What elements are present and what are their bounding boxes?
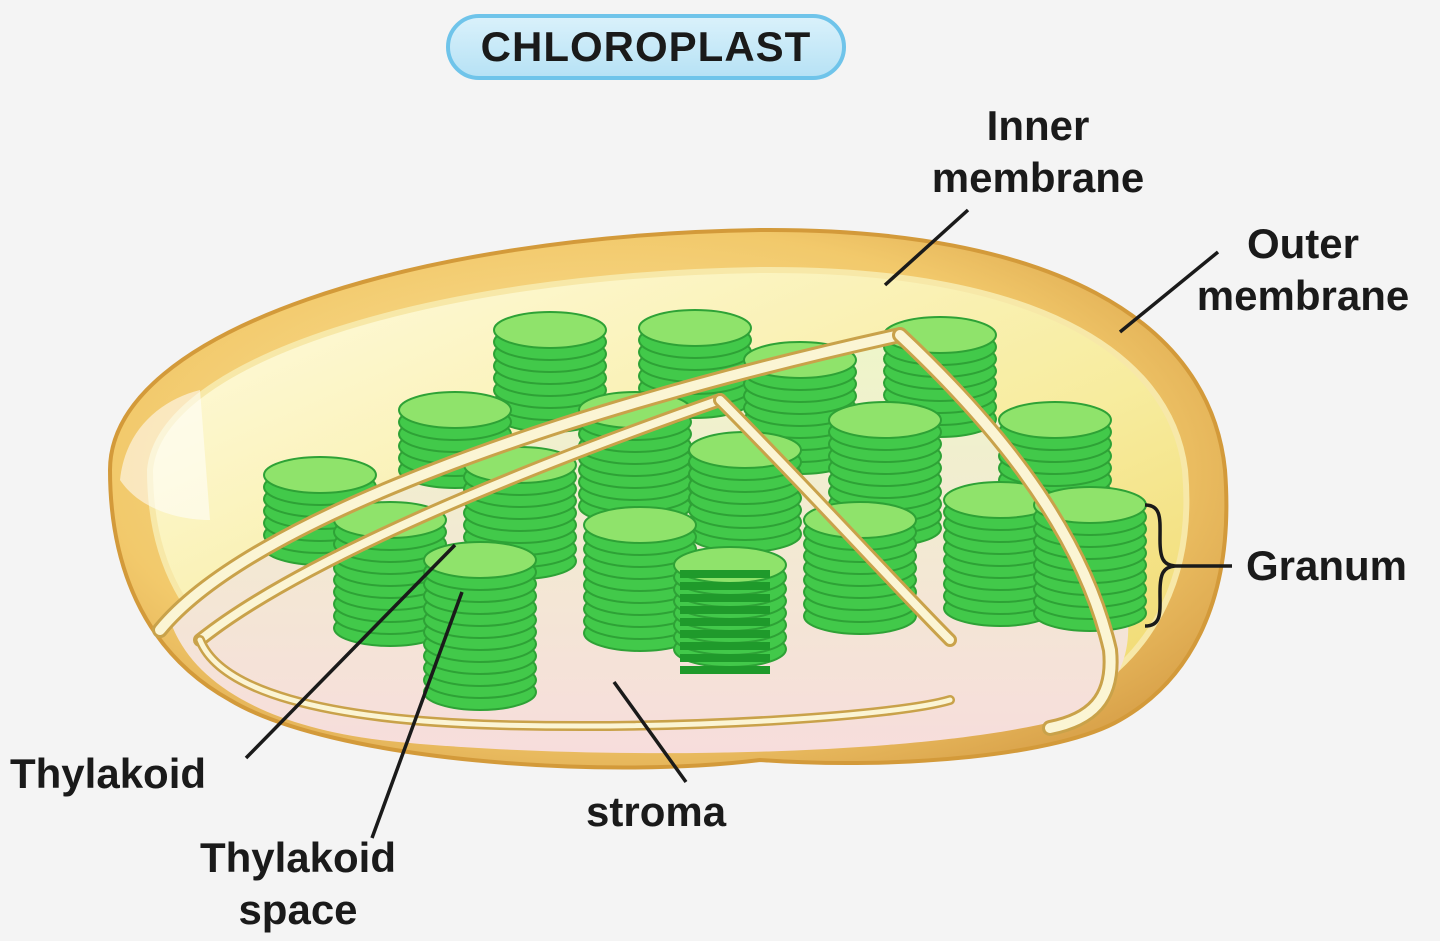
- granum-stack: [493, 311, 607, 433]
- label-thylakoid: Thylakoid: [10, 750, 207, 797]
- label-outer-membrane-line-1: Outer: [1246, 220, 1359, 267]
- diagram-title: CHLOROPLAST: [480, 23, 812, 70]
- granum-stack: [1033, 486, 1147, 632]
- thylakoid-cross-section: [680, 606, 770, 614]
- title-badge: CHLOROPLAST: [446, 14, 846, 80]
- thylakoid-leader: [244, 543, 457, 760]
- thylakoid-disc: [398, 391, 512, 429]
- thylakoid-cross-section: [680, 594, 770, 602]
- thylakoid-disc: [583, 506, 697, 544]
- granum-stack: [688, 431, 802, 553]
- thylakoid-cross-section: [680, 666, 770, 674]
- label-outer-membrane: Outer membrane: [1180, 218, 1426, 322]
- label-outer-membrane-line-2: membrane: [1196, 272, 1410, 319]
- grana-stacks: [263, 309, 1147, 711]
- label-inner-membrane-line-1: Inner: [986, 102, 1090, 149]
- label-inner-membrane: Inner membrane: [918, 100, 1158, 204]
- stroma-leader: [612, 680, 688, 784]
- thylakoid-cross-section: [680, 654, 770, 662]
- label-granum: Granum: [1246, 542, 1408, 589]
- thylakoid-cross-section: [680, 582, 770, 590]
- label-thylakoid-space-line-1: Thylakoid: [199, 834, 397, 881]
- label-stroma: stroma: [586, 788, 727, 835]
- thylakoid-disc: [263, 456, 377, 494]
- granum-stack: [803, 501, 917, 635]
- granum-stack: [423, 541, 537, 711]
- thylakoid-cross-section: [680, 630, 770, 638]
- label-thylakoid-space: Thylakoid space: [180, 832, 416, 936]
- thylakoid-disc: [493, 311, 607, 349]
- thylakoid-disc: [998, 401, 1112, 439]
- inner-membrane-edge: [152, 327, 1119, 736]
- label-thylakoid-space-line-2: space: [238, 886, 358, 933]
- leader-lines: [244, 208, 1232, 839]
- outer-membrane-leader: [1118, 250, 1220, 334]
- label-inner-membrane-line-2: membrane: [931, 154, 1145, 201]
- thylakoid-cross-section: [680, 642, 770, 650]
- thylakoid-disc: [828, 401, 942, 439]
- thylakoid-cross-section: [680, 570, 770, 578]
- granum-stack: [583, 506, 697, 652]
- thylakoid-disc: [638, 309, 752, 347]
- cut-granum: [680, 570, 770, 674]
- thylakoid-cross-section: [680, 618, 770, 626]
- thylakoid-space-leader: [370, 591, 464, 839]
- thylakoid-disc: [423, 541, 537, 579]
- inner-membrane-leader: [883, 208, 970, 287]
